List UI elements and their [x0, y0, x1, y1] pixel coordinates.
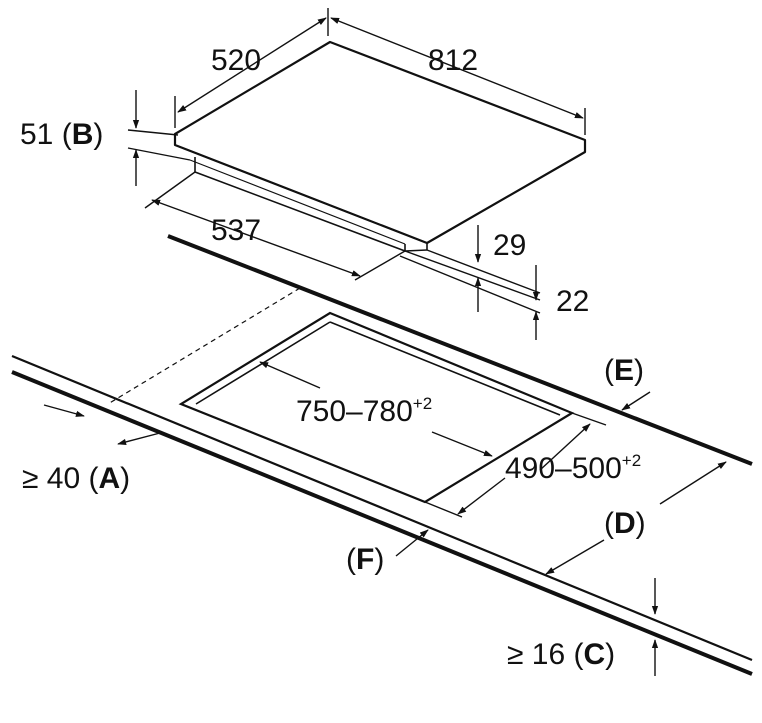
worktop-back-edge: [167, 234, 753, 466]
label-520: 520: [211, 44, 261, 77]
arrow-E: [621, 391, 651, 411]
label-812: 812: [428, 44, 478, 77]
arrow-F: [395, 529, 429, 557]
label-537: 537: [211, 214, 261, 247]
label-F: (F): [346, 543, 384, 576]
label-cutout-depth: 490–500+2: [505, 451, 641, 485]
label-22: 22: [556, 285, 589, 318]
worktop-hidden-edge: [107, 287, 301, 405]
dim-arrow-cutout-width-left: [259, 361, 321, 389]
label-cutout-width: 750–780+2: [296, 394, 432, 428]
dimension-labels: 520 812 51 (B) 537 29 22 (E) 750–780+2 4…: [20, 44, 646, 671]
dim-arrow-cutout-width-right: [431, 431, 493, 457]
dim-line-537: [151, 199, 361, 277]
dim-arrow-D-bottom: [545, 539, 605, 575]
dim-arrow-cutout-depth-top: [539, 423, 591, 471]
dim-arrow-A-left: [43, 404, 85, 417]
worktop-front-top-edge: [11, 354, 753, 662]
dim-line-520: [177, 17, 327, 113]
label-C: ≥ 16 (C): [507, 638, 615, 671]
dim-arrow-D-top: [659, 461, 727, 505]
label-29: 29: [493, 229, 526, 262]
dim-arrow-A-right: [117, 432, 161, 445]
label-51-B: 51 (B): [20, 118, 103, 151]
worktop-front-bottom-edge: [11, 370, 753, 676]
label-A: ≥ 40 (A): [22, 462, 130, 495]
dimension-lines: [43, 8, 727, 676]
label-D: (D): [604, 507, 646, 540]
dim-arrow-cutout-depth-bottom: [457, 477, 506, 515]
hob-glass-edge: [174, 144, 586, 250]
label-E: (E): [604, 354, 644, 387]
dim-line-812: [330, 17, 584, 119]
